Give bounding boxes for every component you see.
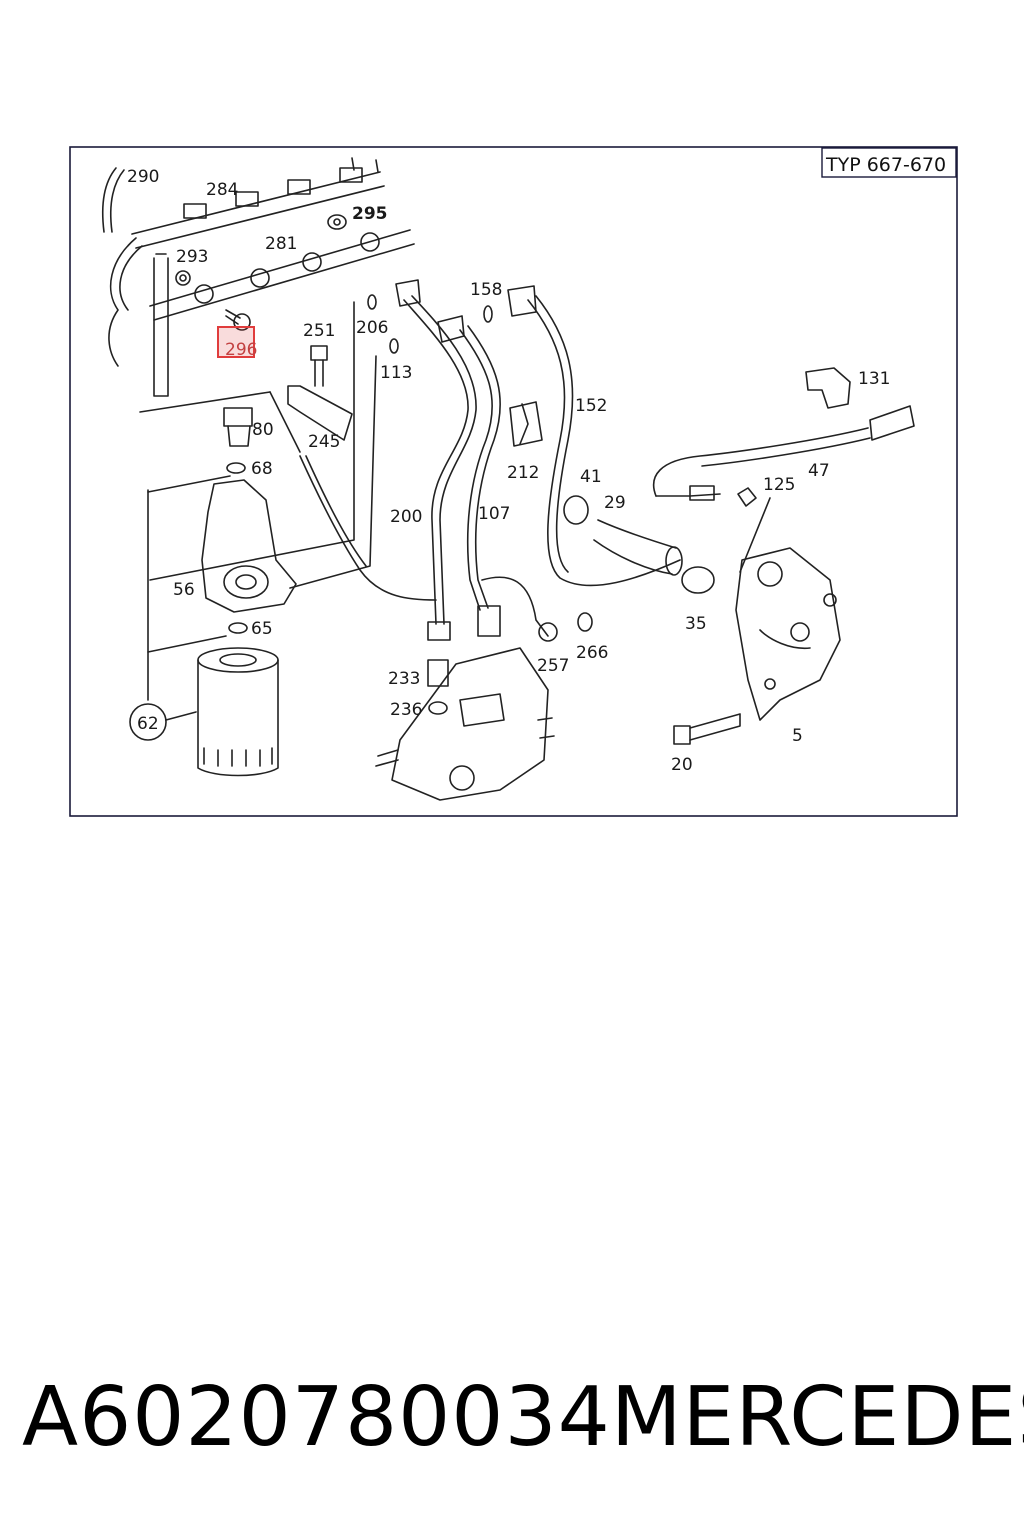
- part-label[interactable]: 125: [763, 475, 795, 495]
- brand-name: MERCEDES: [610, 1369, 1024, 1465]
- part-label[interactable]: 245: [308, 432, 340, 452]
- part-label[interactable]: 5: [792, 726, 803, 746]
- part-label[interactable]: 107: [478, 504, 510, 524]
- part-label[interactable]: 236: [390, 700, 422, 720]
- part-label[interactable]: 47: [808, 461, 830, 481]
- part-label[interactable]: 251: [303, 321, 335, 341]
- diagram-frame: [69, 146, 958, 817]
- part-label[interactable]: 200: [390, 507, 422, 527]
- drawing-lines: [101, 157, 915, 801]
- caption: A6020780034 MERCEDES: [22, 1362, 1024, 1472]
- part-label[interactable]: 80: [252, 420, 274, 440]
- part-label[interactable]: 295: [352, 204, 388, 224]
- part-label[interactable]: 290: [127, 167, 159, 187]
- part-label[interactable]: 152: [575, 396, 607, 416]
- part-label[interactable]: 65: [251, 619, 273, 639]
- part-label[interactable]: 233: [388, 669, 420, 689]
- type-badge-box: [821, 147, 957, 178]
- part-label[interactable]: 158: [470, 280, 502, 300]
- part-label[interactable]: 41: [580, 467, 602, 487]
- part-label[interactable]: 284: [206, 180, 238, 200]
- part-number: A6020780034: [22, 1369, 611, 1465]
- part-label[interactable]: 131: [858, 369, 890, 389]
- part-label[interactable]: 68: [251, 459, 273, 479]
- part-label[interactable]: 35: [685, 614, 707, 634]
- type-badge: TYP 667-670: [825, 154, 946, 176]
- part-labels: 290 284 295 281 293 296 251 206 113 158 …: [127, 167, 890, 775]
- highlight-box: [217, 326, 255, 358]
- part-label-highlighted[interactable]: 296: [225, 340, 257, 360]
- part-label[interactable]: 281: [265, 234, 297, 254]
- part-label[interactable]: 56: [173, 580, 195, 600]
- part-label[interactable]: 293: [176, 247, 208, 267]
- part-label[interactable]: 20: [671, 755, 693, 775]
- part-label[interactable]: 206: [356, 318, 388, 338]
- part-label[interactable]: 113: [380, 363, 412, 383]
- part-label[interactable]: 257: [537, 656, 569, 676]
- part-label[interactable]: 62: [137, 714, 159, 734]
- part-label[interactable]: 266: [576, 643, 608, 663]
- part-label[interactable]: 29: [604, 493, 626, 513]
- part-label[interactable]: 212: [507, 463, 539, 483]
